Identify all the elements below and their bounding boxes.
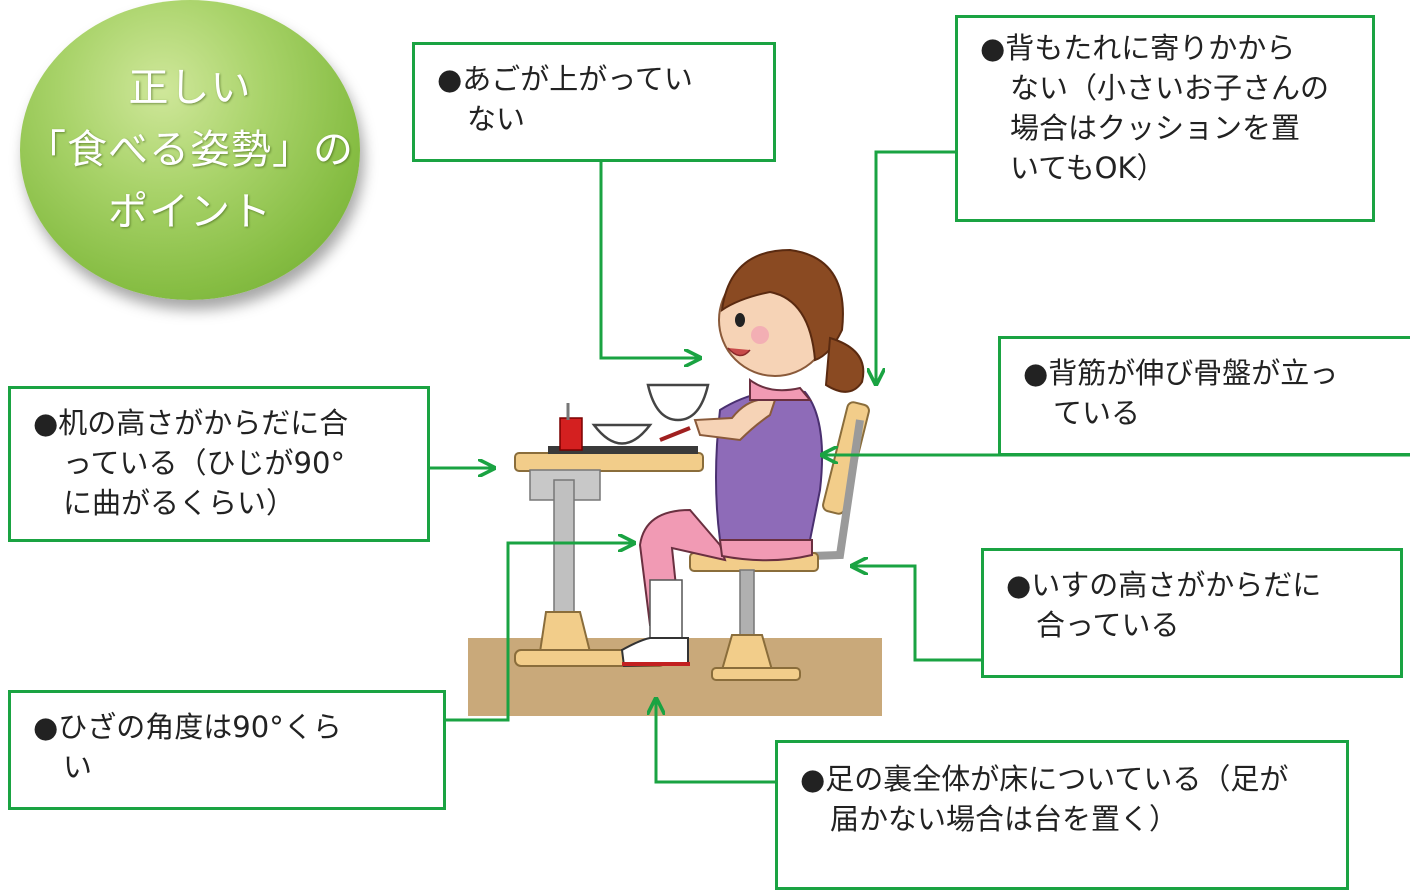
title-badge: 正しい 「食べる姿勢」の ポイント <box>20 0 360 300</box>
callout-backrest-line-2: ない（小さいお子さんの <box>1010 71 1330 105</box>
callout-desk: ●机の高さがからだに合 っている（ひじが90° に曲がるくらい） <box>8 386 430 542</box>
callout-knee-line-1: ●ひざの角度は90°くら <box>33 710 342 744</box>
callout-desk-line-1: ●机の高さがからだに合 <box>33 406 349 440</box>
callout-backrest-line-1: ●背もたれに寄りかから <box>980 31 1296 65</box>
callout-desk-line-3: に曲がるくらい） <box>63 486 296 520</box>
callout-feet-line-2: 届かない場合は台を置く） <box>830 802 1179 836</box>
callout-feet-line-1: ●足の裏全体が床についている（足が <box>800 762 1289 796</box>
callout-backrest: ●背もたれに寄りかから ない（小さいお子さんの 場合はクッションを置 いてもOK… <box>955 15 1375 222</box>
connector-chin <box>599 160 700 358</box>
connector-feet <box>656 699 775 784</box>
callout-backrest-line-3: 場合はクッションを置 <box>1010 111 1301 145</box>
title-line-3: ポイント <box>108 189 272 235</box>
girl-figure <box>620 248 865 668</box>
connector-chair <box>852 566 981 662</box>
callout-feet: ●足の裏全体が床についている（足が 届かない場合は台を置く） <box>775 740 1349 890</box>
callout-spine-line-1: ●背筋が伸び骨盤が立っ <box>1023 356 1339 390</box>
callout-knee-line-2: い <box>63 750 93 784</box>
title-line-2: 「食べる姿勢」の <box>26 127 354 173</box>
title-line-1: 正しい <box>128 65 252 111</box>
callout-chair: ●いすの高さがからだに 合っている <box>981 548 1403 678</box>
callout-chair-line-1: ●いすの高さがからだに <box>1006 568 1322 602</box>
callout-spine: ●背筋が伸び骨盤が立っ ている <box>998 336 1410 456</box>
callout-chin-line-1: ●あごが上がってい <box>437 62 693 96</box>
callout-spine-line-2: ている <box>1053 396 1141 430</box>
callout-backrest-line-4: いてもOK） <box>1010 151 1166 185</box>
tableware <box>548 403 698 454</box>
connector-knee <box>445 543 634 722</box>
callout-desk-line-2: っている（ひじが90° <box>63 446 345 480</box>
connector-backrest <box>876 150 955 384</box>
callout-chin-line-2: ない <box>467 102 526 136</box>
callout-chin: ●あごが上がってい ない <box>412 42 776 162</box>
callout-chair-line-2: 合っている <box>1036 608 1180 642</box>
callout-knee: ●ひざの角度は90°くら い <box>8 690 446 810</box>
